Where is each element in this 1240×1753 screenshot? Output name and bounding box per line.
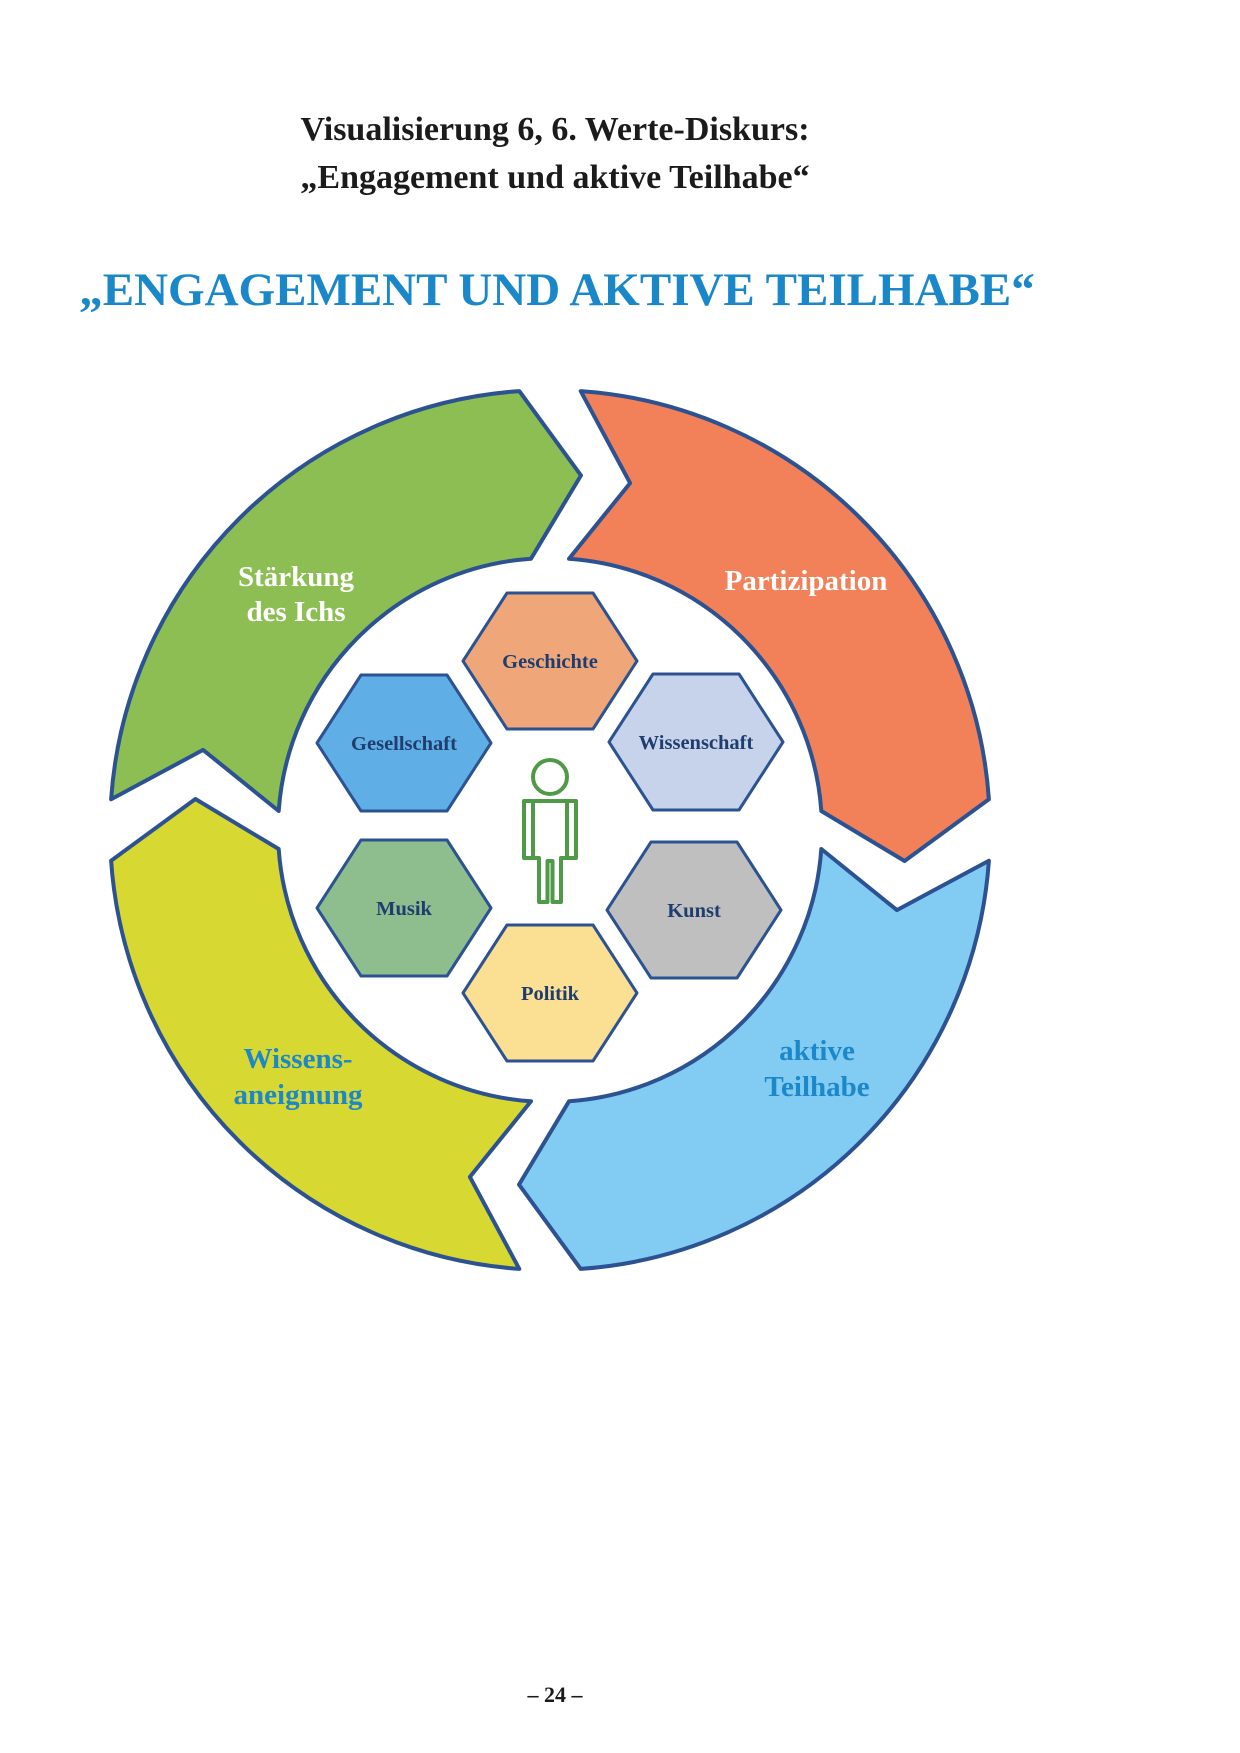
- ring-label-wissensaneignung-line1: Wissens-: [243, 1043, 352, 1075]
- hexagon-wissenschaft: Wissenschaft: [607, 672, 785, 812]
- page-title-line2: „Engagement und aktive Teilhabe“: [300, 159, 809, 196]
- ring-label-partizipation: Partizipation: [725, 565, 888, 597]
- hexagon-gesellschaft-shape: [315, 673, 493, 813]
- page-number: – 24 –: [527, 1682, 584, 1707]
- person-icon-body: [522, 799, 578, 904]
- page-title-line1: Visualisierung 6, 6. Werte-Diskurs:: [300, 111, 809, 148]
- hexagon-musik-label: Musik: [376, 898, 432, 920]
- hexagon-gesellschaft: Gesellschaft: [315, 673, 493, 813]
- person-icon: [522, 758, 578, 904]
- ring-segment-partizipation: [567, 389, 991, 863]
- hexagon-politik-shape: [461, 923, 639, 1063]
- hexagon-musik-shape: [315, 838, 493, 978]
- hexagon-musik: Musik: [315, 838, 493, 978]
- hexagon-kunst: Kunst: [605, 840, 783, 980]
- ring-segment-wissensaneignung: [109, 797, 533, 1271]
- hexagon-politik-label: Politik: [521, 983, 580, 1005]
- ring-segment-staerkung-des-ichs: [109, 389, 583, 813]
- ring-label-wissensaneignung-line2: aneignung: [234, 1079, 363, 1111]
- hexagon-geschichte-label: Geschichte: [502, 651, 598, 673]
- person-icon-head: [531, 758, 569, 796]
- hexagon-geschichte-shape: [461, 591, 639, 731]
- main-heading: „ENGAGEMENT UND AKTIVE TEILHABE“: [79, 264, 1034, 316]
- ring-label-staerkung-line2: des Ichs: [246, 596, 345, 628]
- ring-segment-aktive-teilhabe: [517, 847, 991, 1271]
- ring-label-aktive-teilhabe-line1: aktive: [779, 1035, 855, 1067]
- ring-label-aktive-teilhabe-line2: Teilhabe: [764, 1071, 869, 1103]
- hexagon-politik: Politik: [461, 923, 639, 1063]
- ring-label-staerkung-line1: Stärkung: [238, 561, 355, 593]
- hexagon-kunst-label: Kunst: [667, 900, 721, 922]
- hexagon-wissenschaft-shape: [607, 672, 785, 812]
- hexagon-wissenschaft-label: Wissenschaft: [639, 732, 754, 754]
- hexagon-gesellschaft-label: Gesellschaft: [351, 733, 457, 755]
- hexagon-geschichte: Geschichte: [461, 591, 639, 731]
- hexagon-kunst-shape: [605, 840, 783, 980]
